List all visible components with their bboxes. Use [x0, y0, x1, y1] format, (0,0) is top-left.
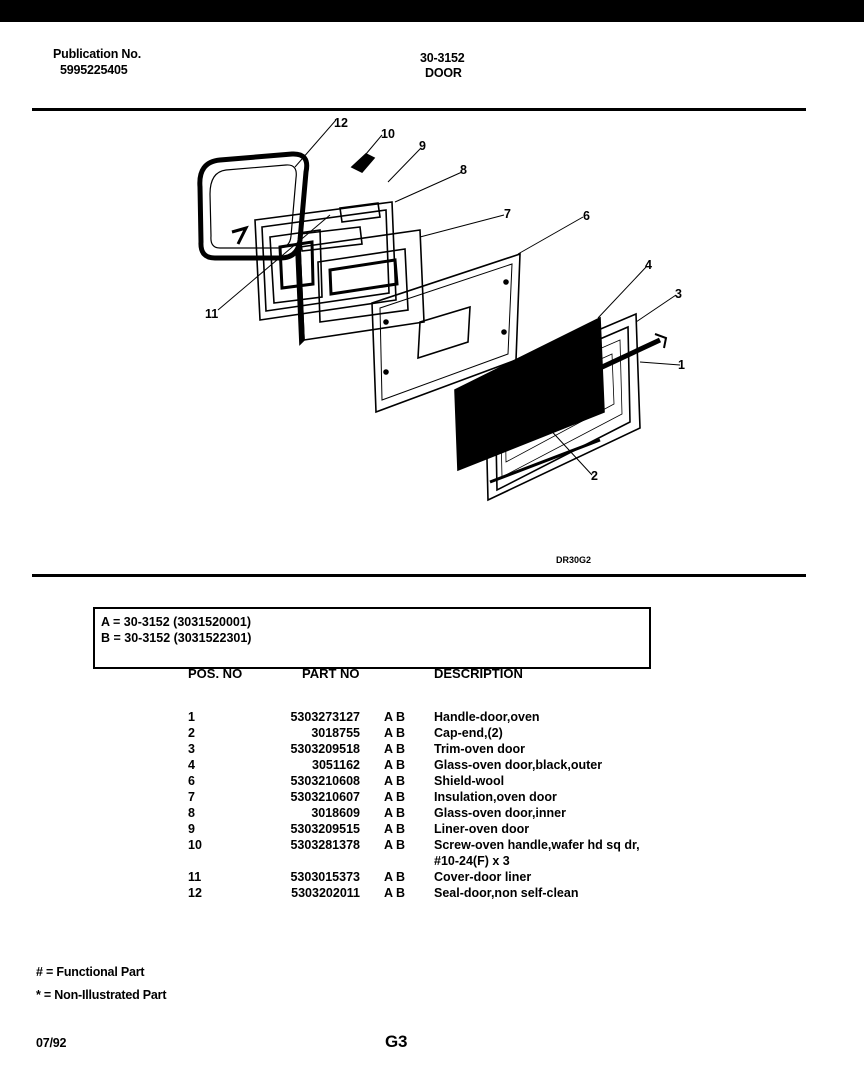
model-applicability-cell: A B	[384, 870, 406, 884]
pos-cell: 4	[188, 758, 195, 772]
header-rule	[32, 108, 806, 111]
table-row: 8 3018609 A B Glass-oven door,inner	[188, 806, 668, 822]
model-applicability-cell: A B	[384, 726, 406, 740]
table-row: 3 5303209518 A B Trim-oven door	[188, 742, 668, 758]
table-row: 12 5303202011 A B Seal-door,non self-clean	[188, 886, 668, 902]
description-cell-continued: #10-24(F) x 3	[434, 854, 510, 868]
part-12-seal-door	[197, 151, 310, 261]
model-a: A = 30-3152 (3031520001)	[101, 615, 251, 629]
diagram-code: DR30G2	[556, 555, 591, 565]
callout-labels: 12 10 9 8 7 6 4 3 1 2 11 DR30G2	[205, 116, 685, 565]
description-cell: Liner-oven door	[434, 822, 530, 836]
table-row: 6 5303210608 A B Shield-wool	[188, 774, 668, 790]
description-cell: Cap-end,(2)	[434, 726, 503, 740]
pos-cell: 8	[188, 806, 195, 820]
non-illustrated-note: * = Non-Illustrated Part	[36, 988, 167, 1002]
callout-leaders	[217, 119, 681, 476]
pos-cell: 7	[188, 790, 195, 804]
part-3-trim-frame	[484, 312, 641, 502]
callout-9: 9	[419, 139, 426, 153]
table-row: 7 5303210607 A B Insulation,oven door	[188, 790, 668, 806]
revision-date: 07/92	[36, 1036, 67, 1050]
pos-cell: 6	[188, 774, 195, 788]
part-11-cover-door-liner	[299, 226, 363, 252]
model-applicability-cell: A B	[384, 710, 406, 724]
functional-part-note: # = Functional Part	[36, 965, 145, 979]
model-applicability-cell: A B	[384, 822, 406, 836]
description-cell: Glass-oven door,inner	[434, 806, 566, 820]
exploded-door-diagram: 12 10 9 8 7 6 4 3 1 2 11 DR30G2	[197, 116, 685, 565]
model-applicability-cell: A B	[384, 838, 406, 852]
header-pos: POS. NO	[188, 666, 243, 681]
part-number-cell: 5303209515	[290, 822, 360, 836]
table-row: 1 5303273127 A B Handle-door,oven	[188, 710, 668, 726]
part-8-inner-glass	[295, 229, 425, 346]
callout-8: 8	[460, 163, 467, 177]
header-description: DESCRIPTION	[434, 666, 523, 681]
table-row: 4 3051162 A B Glass-oven door,black,outer	[188, 758, 668, 774]
model-applicability-cell: A B	[384, 806, 406, 820]
page-number: G3	[385, 1032, 408, 1051]
pos-cell: 12	[188, 886, 202, 900]
publication-label: Publication No.	[53, 47, 141, 61]
callout-11: 11	[205, 307, 218, 321]
callout-7: 7	[504, 207, 511, 221]
callout-2: 2	[591, 469, 598, 483]
part-number-cell: 5303210607	[290, 790, 360, 804]
part-1-handle	[568, 333, 668, 385]
part-number-cell: 3051162	[312, 758, 360, 772]
description-cell: Cover-door liner	[434, 870, 532, 884]
callout-12: 12	[334, 116, 348, 130]
description-cell: Handle-door,oven	[434, 710, 540, 724]
part-number-cell: 3018755	[311, 726, 360, 740]
part-number-cell: 3018609	[311, 806, 360, 820]
callout-3: 3	[675, 287, 682, 301]
header-part: PART NO	[302, 666, 360, 681]
part-number-cell: 5303210608	[290, 774, 360, 788]
model-applicability-cell: A B	[384, 886, 406, 900]
model-legend-box: A = 30-3152 (3031520001) B = 30-3152 (30…	[93, 607, 651, 669]
pos-cell: 1	[188, 710, 195, 724]
description-cell: Screw-oven handle,wafer hd sq dr,	[434, 838, 640, 852]
callout-4: 4	[645, 258, 652, 272]
part-number-cell: 5303015373	[290, 870, 360, 884]
section-title: DOOR	[425, 66, 462, 80]
model-applicability-cell: A B	[384, 774, 406, 788]
table-row: 2 3018755 A B Cap-end,(2)	[188, 726, 668, 742]
model-applicability-cell: A B	[384, 758, 406, 772]
pos-cell: 10	[188, 838, 202, 852]
part-number-cell: 5303202011	[291, 886, 360, 900]
part-number-cell: 5303273127	[290, 710, 360, 724]
callout-10: 10	[381, 127, 395, 141]
part-10-screw	[350, 153, 376, 173]
model-b: B = 30-3152 (3031522301)	[101, 631, 252, 645]
diagram-rule	[32, 574, 806, 577]
parts-catalog-page: Publication No. 5995225405 30-3152 DOOR	[0, 22, 864, 1077]
pos-cell: 9	[188, 822, 195, 836]
model-number: 30-3152	[420, 51, 465, 65]
description-cell: Insulation,oven door	[434, 790, 557, 804]
model-applicability-cell: A B	[384, 790, 406, 804]
part-number-cell: 5303209518	[290, 742, 360, 756]
table-row: 11 5303015373 A B Cover-door liner	[188, 870, 668, 886]
publication-number: 5995225405	[60, 63, 128, 77]
description-cell: Seal-door,non self-clean	[434, 886, 579, 900]
description-cell: Shield-wool	[434, 774, 505, 788]
callout-6: 6	[583, 209, 590, 223]
pos-cell: 3	[188, 742, 195, 756]
description-cell: Glass-oven door,black,outer	[434, 758, 603, 772]
pos-cell: 11	[188, 870, 202, 884]
part-4-outer-glass-black	[454, 316, 605, 472]
model-applicability-cell: A B	[384, 742, 406, 756]
description-cell: Trim-oven door	[434, 742, 525, 756]
part-number-cell: 5303281378	[290, 838, 360, 852]
pos-cell: 2	[188, 726, 195, 740]
table-row: 10 5303281378 A B Screw-oven handle,wafer h…	[188, 838, 668, 868]
table-row: 9 5303209515 A B Liner-oven door	[188, 822, 668, 838]
callout-1: 1	[678, 358, 685, 372]
